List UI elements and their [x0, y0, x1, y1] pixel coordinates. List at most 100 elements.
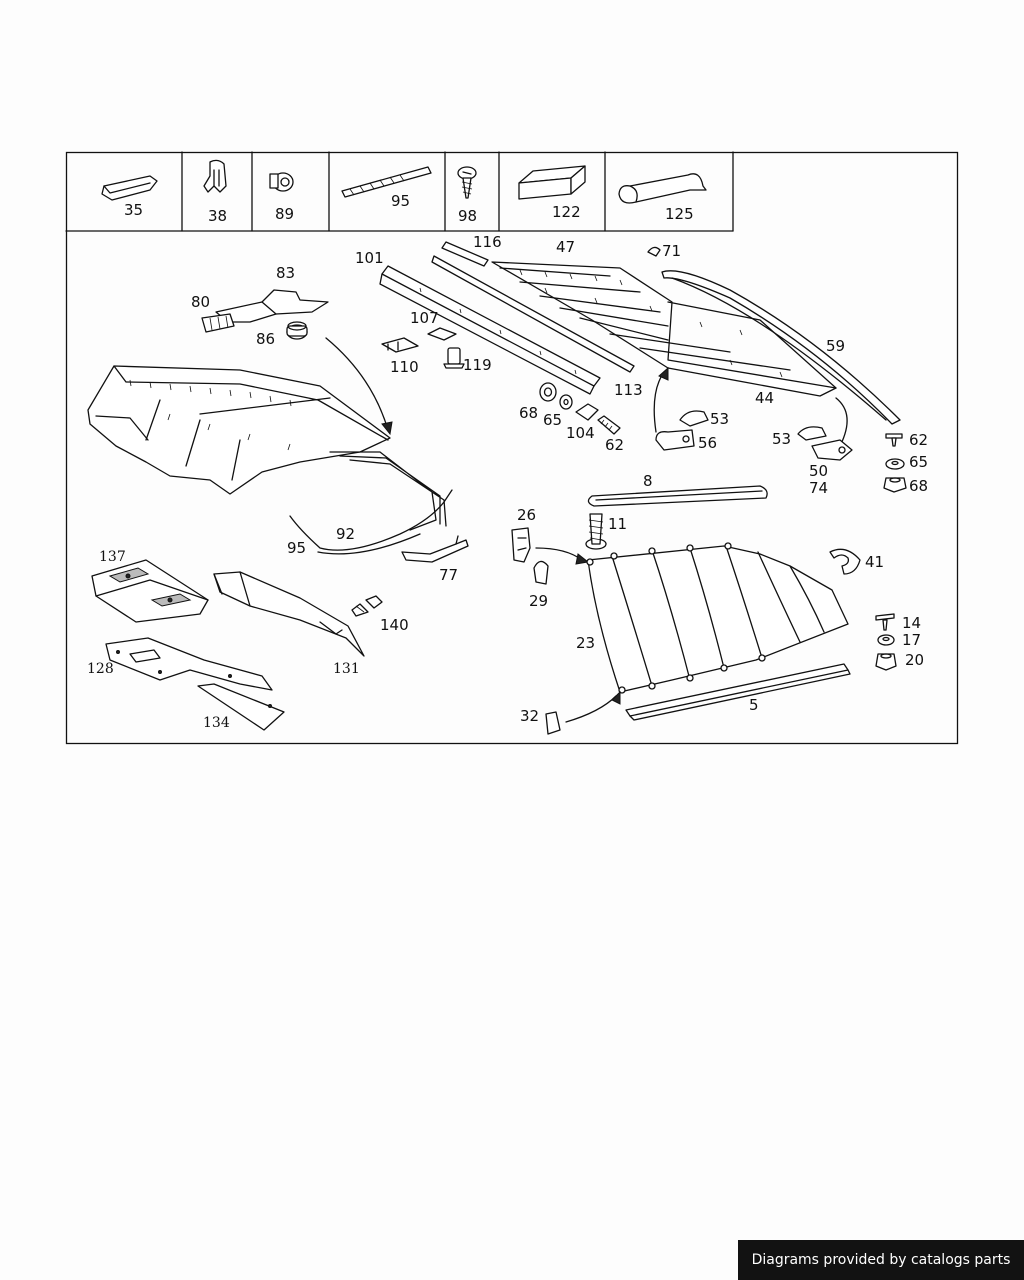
- clip-110[interactable]: [381, 337, 419, 353]
- arrow-50: [835, 397, 848, 447]
- callout-128: 128: [87, 661, 114, 677]
- bolt-62a[interactable]: [597, 415, 621, 435]
- seal-59[interactable]: [661, 270, 901, 425]
- washer-65b[interactable]: [885, 458, 905, 470]
- callout-116: 116: [473, 233, 502, 251]
- rail-8[interactable]: [587, 485, 768, 507]
- legend-label-125: 125: [665, 205, 694, 223]
- bracket-50[interactable]: [811, 439, 853, 461]
- callout-113: 113: [614, 381, 643, 399]
- clip-107[interactable]: [427, 327, 457, 341]
- arrow-56: [653, 371, 665, 433]
- clamp-41[interactable]: [829, 548, 861, 575]
- connector-80[interactable]: [201, 313, 235, 333]
- callout-62b: 62: [909, 431, 928, 449]
- callout-20: 20: [905, 651, 924, 669]
- plate-128[interactable]: [105, 637, 273, 691]
- callout-47: 47: [556, 238, 575, 256]
- callout-62a: 62: [605, 436, 624, 454]
- legend-label-89: 89: [275, 205, 294, 223]
- hinge-53b[interactable]: [797, 426, 827, 441]
- rail-113[interactable]: [431, 255, 635, 373]
- callout-32: 32: [520, 707, 539, 725]
- legend-label-95: 95: [391, 192, 410, 210]
- cable-92[interactable]: [289, 489, 453, 555]
- callout-104: 104: [566, 424, 595, 442]
- callout-101: 101: [355, 249, 384, 267]
- screw-140[interactable]: [351, 595, 383, 617]
- clip-26[interactable]: [511, 527, 531, 563]
- callout-17: 17: [902, 631, 921, 649]
- roof-canvas-44-47[interactable]: [491, 261, 837, 397]
- callout-137: 137: [99, 549, 126, 565]
- callout-77: 77: [439, 566, 458, 584]
- washer-65a[interactable]: [559, 394, 573, 410]
- legend-part-35[interactable]: 35: [101, 175, 158, 219]
- legend-strip: 35 38 89 95 98: [65, 151, 734, 232]
- callout-11: 11: [608, 515, 627, 533]
- strip-116[interactable]: [441, 241, 489, 267]
- strip-5[interactable]: [625, 663, 851, 721]
- callout-44: 44: [755, 389, 774, 407]
- callout-65a: 65: [543, 411, 562, 429]
- arrow-32: [565, 695, 617, 723]
- legend-label-35: 35: [124, 201, 143, 219]
- clip-29[interactable]: [533, 560, 549, 585]
- tray-137[interactable]: [91, 559, 209, 623]
- nut-68a[interactable]: [539, 382, 557, 402]
- callout-92: 92: [336, 525, 355, 543]
- callout-83: 83: [276, 264, 295, 282]
- callout-74: 74: [809, 479, 828, 497]
- screw-119[interactable]: [443, 347, 465, 369]
- legend-part-125[interactable]: 125: [618, 173, 707, 223]
- legend-label-38: 38: [208, 207, 227, 225]
- arrow-26-head: [575, 553, 590, 565]
- arrow-32-head: [611, 690, 621, 705]
- clip-71[interactable]: [647, 246, 661, 257]
- curtain-23[interactable]: [586, 542, 849, 694]
- hinge-53a[interactable]: [679, 410, 709, 427]
- nut-68b[interactable]: [883, 477, 907, 493]
- legend-part-98[interactable]: 98: [457, 166, 477, 225]
- legend-part-95[interactable]: 95: [341, 166, 432, 210]
- bolt-14[interactable]: [875, 613, 895, 631]
- legend-part-89[interactable]: 89: [269, 172, 294, 223]
- callout-110: 110: [390, 358, 419, 376]
- callout-131: 131: [333, 661, 360, 677]
- callout-26: 26: [517, 506, 536, 524]
- legend-label-98: 98: [458, 207, 477, 225]
- legend-part-122[interactable]: 122: [518, 165, 586, 221]
- clip-32[interactable]: [545, 711, 561, 735]
- callout-95: 95: [287, 539, 306, 557]
- arrow-26: [535, 547, 583, 561]
- callout-labels: 101 116 47 71 83 80 86 107 110 119 59 11…: [87, 233, 928, 731]
- bracket-83[interactable]: [215, 289, 329, 323]
- bracket-77[interactable]: [401, 535, 469, 563]
- callout-29: 29: [529, 592, 548, 610]
- screw-11[interactable]: [585, 513, 607, 550]
- callout-68b: 68: [909, 477, 928, 495]
- legend-label-122: 122: [552, 203, 581, 221]
- hinge-56[interactable]: [655, 429, 695, 451]
- roof-lining-assembly[interactable]: [87, 365, 447, 531]
- footer-credit: Diagrams provided by catalogs parts: [738, 1240, 1024, 1280]
- callout-41: 41: [865, 553, 884, 571]
- callout-65b: 65: [909, 453, 928, 471]
- callout-5: 5: [749, 696, 759, 714]
- bolt-62b[interactable]: [885, 433, 903, 447]
- rail-101[interactable]: [379, 265, 601, 395]
- legend-part-38[interactable]: 38: [203, 159, 227, 225]
- arrow-86-head: [381, 421, 393, 436]
- nut-86[interactable]: [286, 321, 308, 340]
- nut-20[interactable]: [875, 653, 897, 671]
- arrow-56-head: [658, 366, 669, 381]
- block-104[interactable]: [575, 403, 599, 421]
- washer-17[interactable]: [877, 634, 895, 646]
- callout-86: 86: [256, 330, 275, 348]
- callout-8: 8: [643, 472, 653, 490]
- callout-56: 56: [698, 434, 717, 452]
- plate-134[interactable]: [197, 683, 285, 731]
- cover-131[interactable]: [213, 571, 365, 657]
- diagram-frame: [65, 151, 959, 745]
